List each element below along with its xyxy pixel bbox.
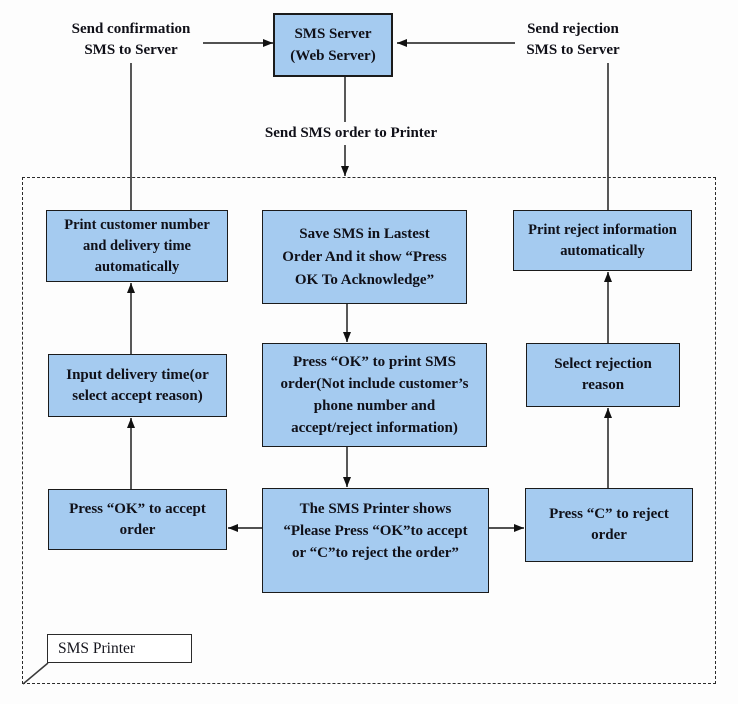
node-press-c-reject-order: Press “C” to reject order <box>525 488 693 562</box>
node-press-ok-accept-order: Press “OK” to accept order <box>48 489 227 550</box>
sms-printer-boundary-label: SMS Printer <box>47 634 192 663</box>
node-sms-printer-shows-prompt: The SMS Printer shows “Please Press “OK”… <box>262 488 489 593</box>
node-input-delivery-time: Input delivery time(or select accept rea… <box>48 354 227 417</box>
node-select-rejection-reason: Select rejection reason <box>526 343 680 407</box>
send-sms-order-label: Send SMS order to Printer <box>251 122 451 145</box>
node-sms-server: SMS Server (Web Server) <box>273 13 393 77</box>
send-confirmation-label: Send confirmation SMS to Server <box>71 21 191 58</box>
node-press-ok-print-sms-order: Press “OK” to print SMS order(Not includ… <box>262 343 487 447</box>
send-rejection-label: Send rejection SMS to Server <box>526 21 620 58</box>
node-save-sms-lastest-order: Save SMS in Lastest Order And it show “P… <box>262 210 467 304</box>
node-print-reject-information: Print reject information automatically <box>513 210 692 271</box>
node-print-customer-number: Print customer number and delivery time … <box>46 210 228 282</box>
sms-printer-boundary <box>22 177 716 684</box>
